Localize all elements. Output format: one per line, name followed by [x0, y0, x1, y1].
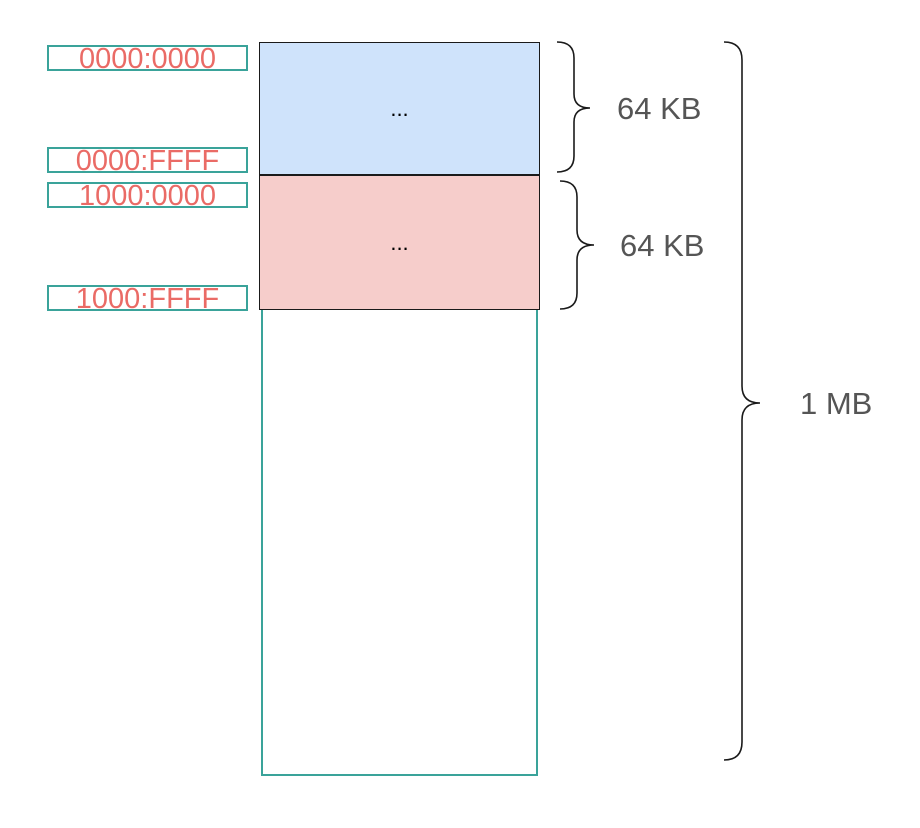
memory-space-frame [261, 309, 538, 776]
segment-0-size-label: 64 KB [617, 91, 702, 126]
segment-0-content: ... [390, 95, 409, 121]
segment-0-size-brace [556, 41, 591, 173]
memory-segment-0: ... [259, 42, 540, 175]
segment-0-start-address: 0000:0000 [47, 45, 248, 74]
segment-1-content: ... [390, 229, 409, 255]
segment-0-end-address: 0000:FFFF [47, 147, 248, 176]
segment-1-size-label: 64 KB [620, 228, 705, 263]
total-size-label: 1 MB [800, 386, 873, 421]
total-size-brace [723, 41, 761, 761]
memory-segment-1: ... [259, 175, 540, 310]
segment-1-size-brace [559, 180, 595, 310]
segment-1-end-address: 1000:FFFF [47, 285, 248, 314]
segment-1-start-address: 1000:0000 [47, 182, 248, 211]
